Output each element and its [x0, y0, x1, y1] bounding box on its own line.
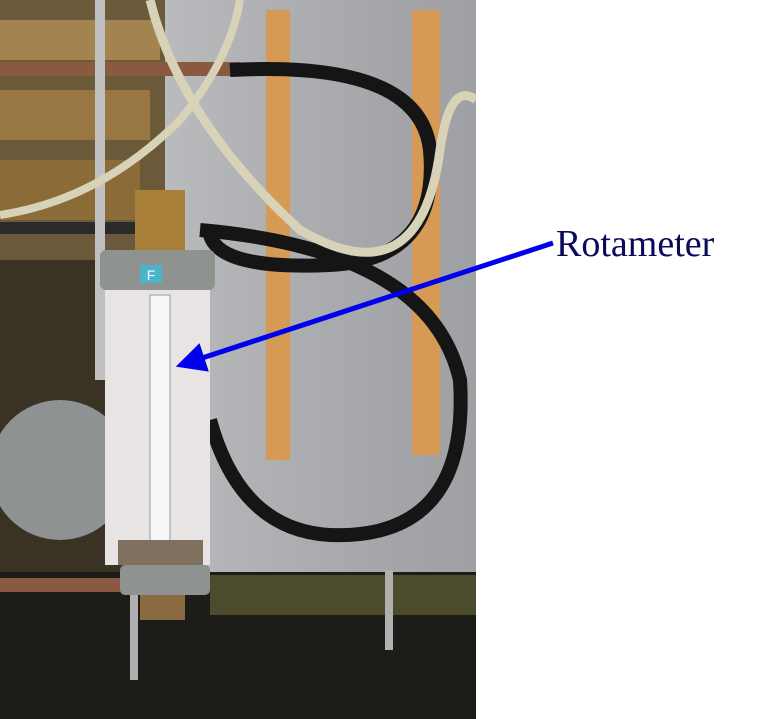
svg-text:F: F [147, 267, 156, 283]
rotameter-label: Rotameter [556, 223, 715, 265]
apparatus-photo: F [0, 0, 476, 719]
